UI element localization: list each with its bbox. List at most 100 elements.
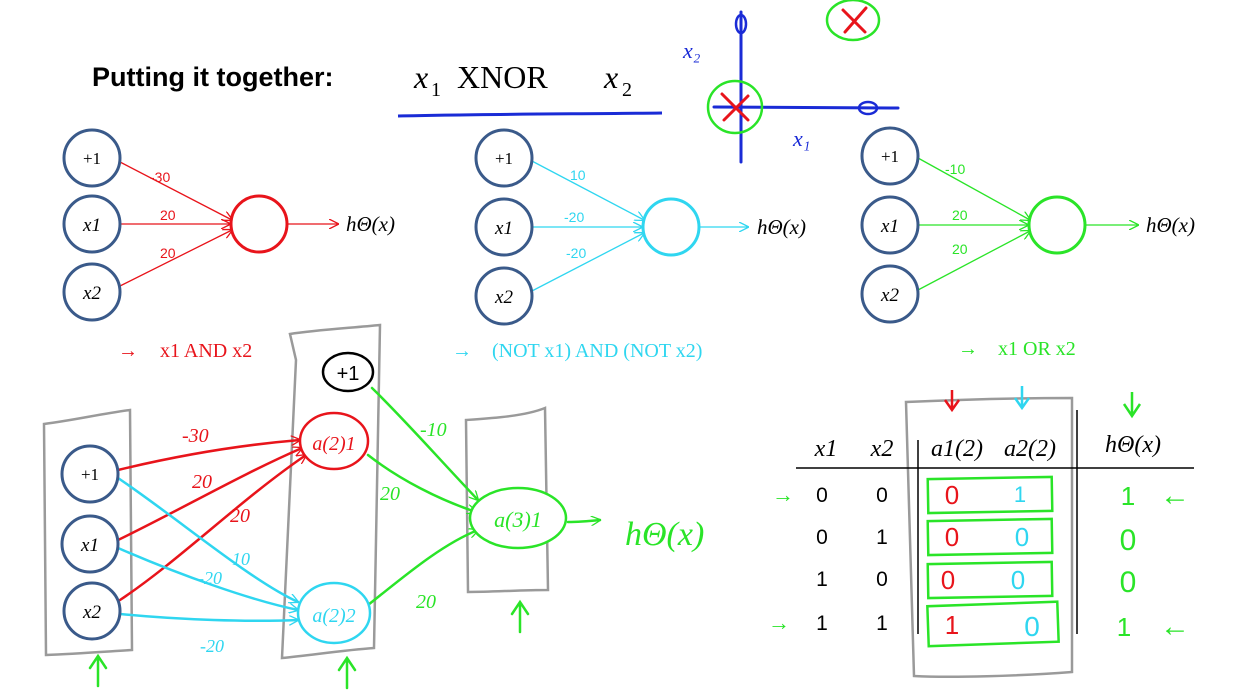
truth-table-row3-x2: 1 [876,612,888,635]
or-edge-x2 [917,231,1030,291]
truth-table-row-3: → 1 1 1 0 1 ← [768,610,1190,643]
nor-output-node [641,197,701,257]
truth-table-row0-box [926,475,1054,515]
formula-x1: x [413,59,428,95]
combined-cyan-edge-bias [116,476,298,602]
nor-input-x2-label: x2 [494,287,513,308]
truth-table-row1-x2: 1 [876,526,888,549]
combined-a2-node [296,581,372,645]
nor-weight-bias: 10 [570,167,586,183]
truth-table-row1-x1: 0 [816,526,828,549]
a2-down-arrow [1013,386,1031,411]
layer1-up-arrow [88,653,108,688]
a1-down-arrow [943,390,961,413]
combined-red-weight-bias: -30 [182,425,209,447]
combined-red-weight-x1: 20 [192,471,212,493]
truth-table-row3-x1: 1 [816,612,828,635]
combined-input-bias-label: +1 [81,465,99,484]
combined-red-edge-x1 [116,448,302,542]
and-input-x2-label: x2 [82,283,101,304]
combined-a1-node [298,411,370,471]
or-input-bias-label: +1 [881,147,899,166]
truth-table-row3-right-arrow: ← [1160,610,1190,643]
truth-table-header-h: hΘ(x) [1105,432,1161,458]
and-input-x1-label: x1 [82,215,101,236]
truth-table-row1-a2: 0 [1015,522,1029,552]
network-nor: +1 x1 x2 10 -20 -20 hΘ(x) → (NOT x1) AND… [452,128,806,362]
combined-output-label: hΘ(x) [625,516,704,553]
plot-point-x-topright [841,6,868,34]
combined-input-x2-label: x2 [82,602,101,623]
and-caption: x1 AND x2 [160,340,252,362]
nor-input-x2-node [474,266,534,326]
combined-output-node [468,486,568,550]
and-weight-x1: 20 [160,207,176,223]
truth-table: x1 x2 a1(2) a2(2) hΘ(x) → 0 0 0 1 1 ← 0 … [768,386,1194,679]
truth-table-header-a2: a2(2) [1004,436,1056,462]
title-underline [397,111,663,118]
combined-a2-label: a(2)2 [312,605,355,627]
combined-network-labels: +1 x1 x2 +1 a(2)1 a(2)2 a(3)1 hΘ(x) -30 … [80,363,704,656]
and-weight-bias: -30 [150,169,170,185]
nor-output-label: hΘ(x) [757,215,806,239]
truth-table-header-a1: a1(2) [931,436,983,462]
truth-table-row3-h: 1 [1117,612,1131,642]
or-input-bias-node [860,126,920,186]
or-caption-arrow: → [958,338,978,360]
or-input-x1-node [860,195,920,255]
plot-y-axis-label: x₂ [682,38,701,63]
and-input-x1-node [62,194,122,254]
combined-cyan-weight-x1: -20 [198,568,222,588]
nor-input-x1-label: x1 [494,218,513,239]
network-or: +1 x1 x2 -10 20 20 hΘ(x) → x1 OR x2 [860,126,1195,360]
or-caption: x1 OR x2 [998,338,1076,360]
or-weight-x1: 20 [952,207,968,223]
layer3-up-arrow [510,599,530,634]
formula-x1-sub: 1 [431,79,441,101]
truth-table-row1-h: 0 [1120,524,1137,557]
combined-input-x2-node [62,581,122,641]
formula-x2: x [603,59,618,95]
plot-point-o-top [734,13,748,35]
combined-bias2-node [321,351,375,393]
truth-table-row1-a1: 0 [945,522,959,552]
truth-table-row0-left-arrow: → [772,482,794,507]
truth-table-row2-a1: 0 [941,565,955,595]
nor-caption: (NOT x1) AND (NOT x2) [492,340,702,362]
truth-table-row0-right-arrow: ← [1160,479,1190,512]
nor-weight-x2: -20 [566,245,586,261]
plot-x-axis [712,105,900,110]
combined-red-edge-x2 [118,455,306,602]
and-edge-x2 [119,230,232,287]
combined-red-edge-bias [116,440,300,472]
and-output-label: hΘ(x) [346,212,395,236]
layer2-up-arrow [337,655,357,690]
combined-green-edge-a2 [366,530,478,607]
and-output-node [229,194,289,254]
or-output-node [1027,195,1087,255]
title-formula: x 1 XNOR x 2 [413,59,632,101]
truth-table-row-0: → 0 0 0 1 1 ← [772,479,1190,512]
truth-table-row2-a2: 0 [1011,565,1025,595]
h-down-arrow [1122,392,1142,419]
combined-output-node-label: a(3)1 [494,507,542,532]
and-input-x2-node [62,262,122,322]
formula-x2-sub: 2 [622,79,632,101]
and-input-bias-node [62,128,122,188]
and-edge-bias [119,161,232,220]
combined-green-edge-bias [370,386,478,500]
truth-table-row3-a2: 0 [1024,611,1040,642]
or-edge-bias [917,157,1030,220]
or-weight-x2: 20 [952,241,968,257]
and-caption-arrow: → [118,340,138,362]
truth-table-row0-a1: 0 [945,480,959,510]
or-input-x2-node [860,264,920,324]
combined-cyan-edge-x2 [118,612,300,621]
layer2-box [280,323,382,660]
truth-table-header-x1: x1 [814,436,838,462]
combined-green-edge-a1 [366,453,476,512]
combined-cyan-weight-bias: 10 [232,549,250,569]
or-input-x2-label: x2 [880,285,899,306]
truth-table-row2-x2: 0 [876,568,888,591]
